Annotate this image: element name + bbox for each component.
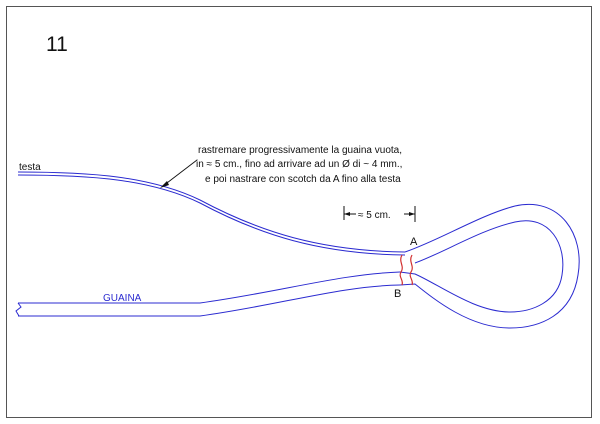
head-label: testa [19,162,41,173]
dimension-arrow-right [409,212,415,216]
note-leader [162,159,198,187]
point-b-label: B [394,288,401,300]
sheet-border [6,6,592,418]
tapered-head-outer [17,171,406,253]
sheath-label: GUAINA [103,293,142,304]
sheath-upper-edge [18,271,401,304]
sheet-number: 11 [46,33,68,56]
point-a-label: A [410,236,418,248]
dimension-label: ≈ 5 cm. [358,210,391,221]
loop-outer [399,203,580,329]
tapered-head-inner [17,174,406,256]
sheath-lower-edge [18,284,401,317]
note-leader-arrow [160,181,169,188]
note-line-2: in ≈ 5 cm., fino ad arrivare ad un Ø di … [196,159,402,170]
loop-inner [399,220,564,313]
sheath-break-end [15,302,22,317]
dimension-arrow-left [344,212,350,216]
note-line-1: rastremare progressivamente la guaina vu… [198,145,402,156]
tape-wrap [399,254,414,286]
note-line-3: e poi nastrare con scotch da A fino alla… [205,174,401,185]
